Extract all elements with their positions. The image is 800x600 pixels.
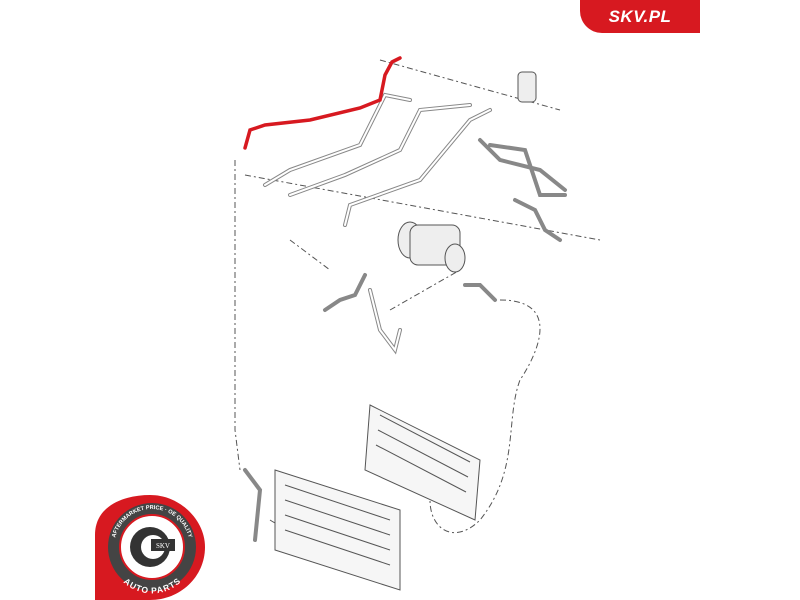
highlighted-pipe: [243, 56, 402, 150]
compressor: [397, 221, 466, 273]
condenser-front: [274, 469, 401, 591]
brand-banner[interactable]: SKV.PL: [580, 0, 700, 33]
skv-auto-parts-logo: SKV AFTERMARKET PRICE · OE QUALITY AUTO …: [95, 495, 205, 600]
receiver-drier: [517, 71, 537, 103]
condenser-rear: [364, 404, 481, 521]
brand-banner-text: SKV.PL: [608, 6, 672, 26]
logo-center-text: SKV: [156, 542, 170, 550]
